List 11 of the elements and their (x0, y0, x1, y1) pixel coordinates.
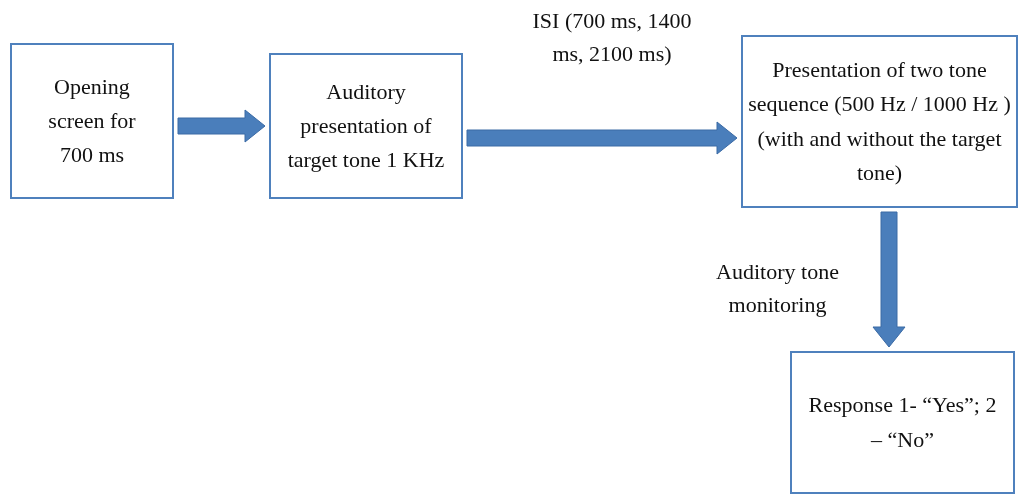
block-arrow (872, 211, 906, 348)
block-arrow (177, 109, 266, 143)
process-box (10, 43, 174, 199)
box-text: Opening screen for 700 ms (47, 72, 137, 170)
process-box (741, 35, 1018, 208)
box-text: Auditory presentation of target tone 1 KHz (286, 77, 446, 175)
box-text: Presentation of two tone sequence (500 Hz / 1000 Hz )(with and without the target tone) (747, 56, 1012, 187)
box-text: Response 1- “Yes”; 2 – “No” (807, 391, 998, 454)
process-box (269, 53, 463, 199)
block-arrow (466, 121, 738, 155)
process-box (790, 351, 1015, 494)
